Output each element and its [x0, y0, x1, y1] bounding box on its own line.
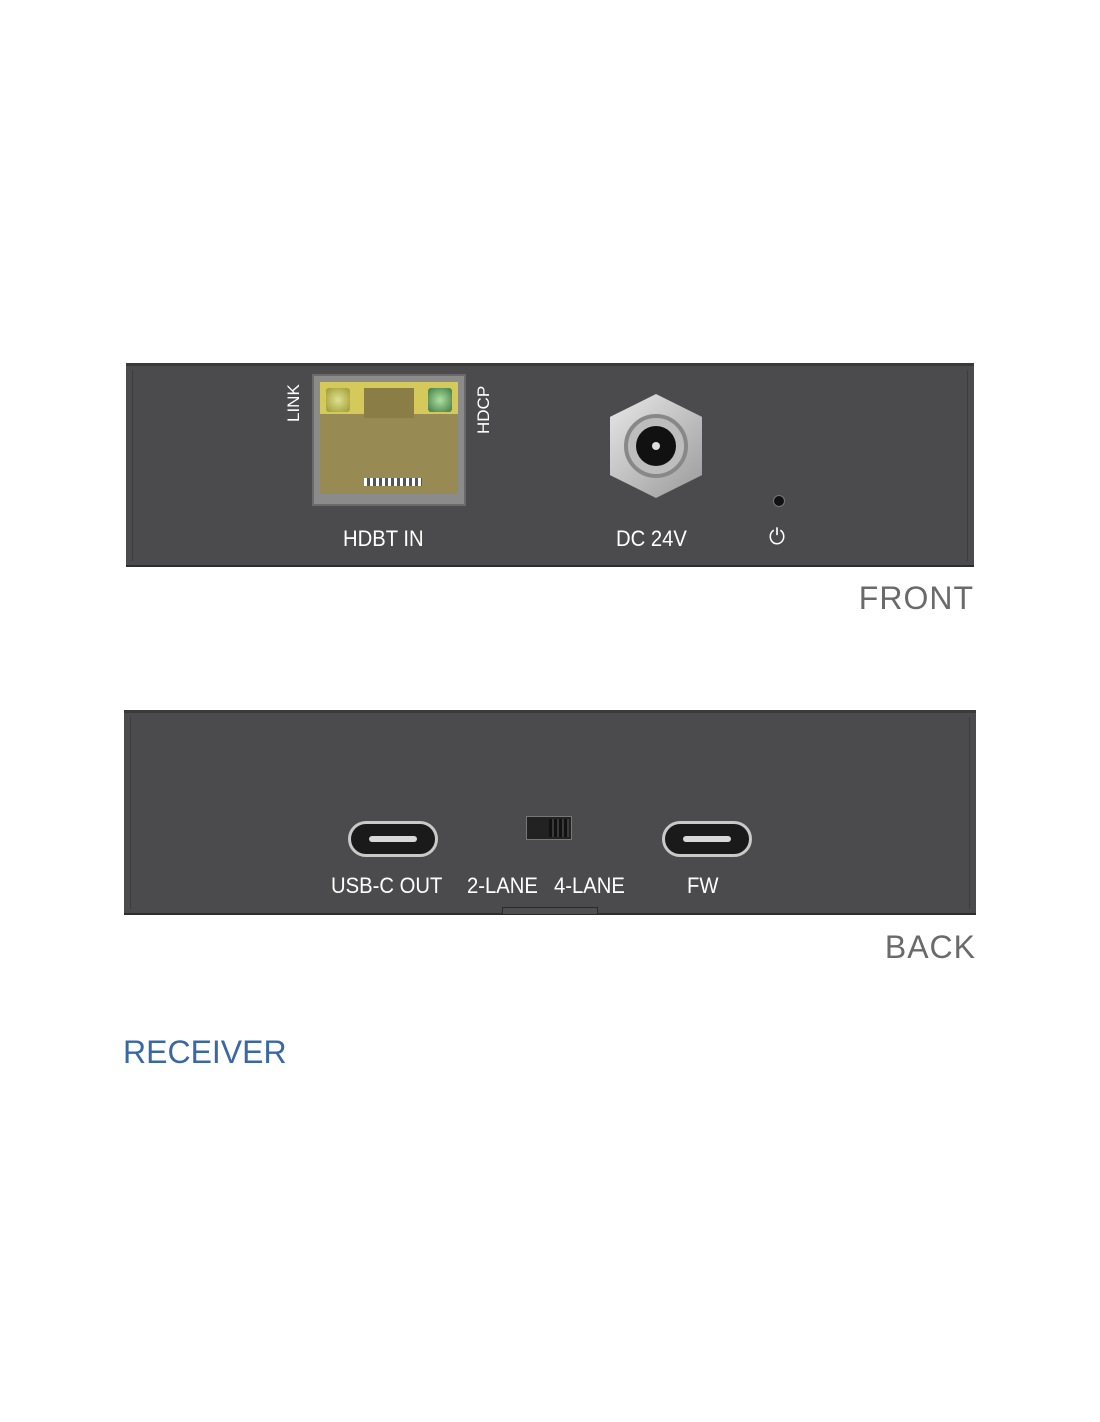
power-led-icon	[773, 495, 785, 507]
hdbt-in-label: HDBT IN	[343, 526, 424, 551]
back-panel: USB-C OUT 2-LANE 4-LANE FW	[124, 710, 976, 915]
fw-label: FW	[687, 873, 719, 898]
back-caption: BACK	[884, 929, 976, 965]
dc-power-jack[interactable]	[610, 394, 702, 498]
hdcp-led-label: HDCP	[474, 385, 493, 434]
front-panel: LINK HDCP HDBT IN DC 24V ⏻	[126, 363, 974, 567]
usb-c-out-port[interactable]	[348, 821, 438, 857]
link-led-icon	[326, 388, 350, 412]
front-caption: FRONT	[858, 580, 974, 616]
hdbt-in-port[interactable]	[312, 374, 466, 506]
fw-port[interactable]	[662, 821, 752, 857]
hdcp-led-icon	[428, 388, 452, 412]
usb-c-out-label: USB-C OUT	[331, 873, 443, 898]
power-icon: ⏻	[769, 524, 786, 549]
4-lane-label: 4-LANE	[554, 873, 625, 898]
dc-24v-label: DC 24V	[616, 526, 687, 551]
bottom-tab	[502, 907, 598, 915]
link-led-label: LINK	[284, 384, 303, 422]
lane-switch[interactable]	[526, 816, 572, 840]
page-title: RECEIVER	[123, 1034, 287, 1070]
2-lane-label: 2-LANE	[467, 873, 538, 898]
